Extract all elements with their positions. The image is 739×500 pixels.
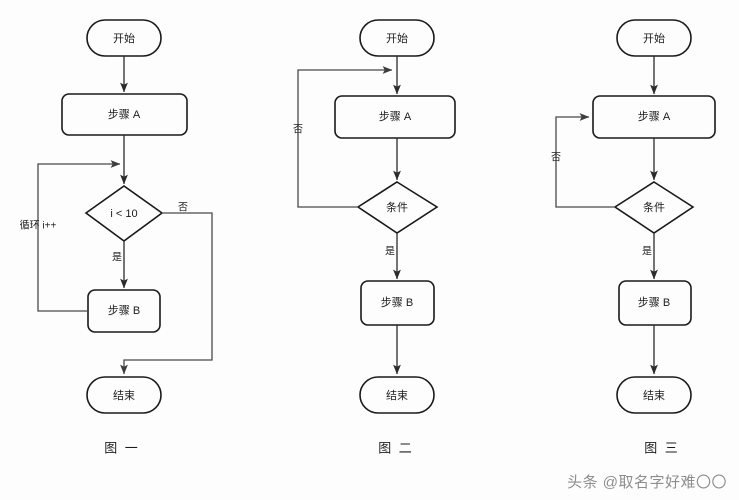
step-a-label: 步骤 A xyxy=(638,110,671,123)
end-label: 结束 xyxy=(643,389,665,402)
decision-label: i < 10 xyxy=(110,208,137,220)
decision-label: 条件 xyxy=(643,200,665,214)
diagram-3-node-end[interactable]: 结束 xyxy=(616,376,692,414)
diagram-1-label-loop: 循环 i++ xyxy=(20,219,57,232)
diagram-2-label-yes: 是 xyxy=(385,246,395,258)
diagram-2: 开始 步骤 A 条件 是 否 xyxy=(293,19,456,455)
start-label: 开始 xyxy=(113,31,135,45)
diagram-3-node-step-b[interactable]: 步骤 B xyxy=(618,280,692,326)
diagram-2-edge-no-loop xyxy=(297,66,393,208)
start-label: 开始 xyxy=(386,31,408,45)
end-label: 结束 xyxy=(386,389,408,402)
decision-label: 条件 xyxy=(386,200,408,214)
diagram-1-node-step-b[interactable]: 步骤 B xyxy=(87,289,161,333)
diagram-2-node-start[interactable]: 开始 xyxy=(359,19,435,57)
diagram-2-node-decision[interactable]: 条件 xyxy=(356,181,439,234)
diagram-3-label-no: 否 xyxy=(551,152,561,164)
diagram-3-edge-no-loop xyxy=(555,113,615,208)
diagram-3-node-start[interactable]: 开始 xyxy=(616,19,692,57)
diagram-3-label-yes: 是 xyxy=(642,246,652,258)
end-oval-shape xyxy=(616,376,692,414)
diagram-1-node-end[interactable]: 结束 xyxy=(86,376,162,414)
diagram-2-node-step-a[interactable]: 步骤 A xyxy=(334,95,456,139)
step-a-label: 步骤 A xyxy=(108,108,141,121)
diagram-3-node-step-a[interactable]: 步骤 A xyxy=(592,95,716,139)
diagram-2-caption: 图 二 xyxy=(378,440,414,455)
diagram-1: 开始 步骤 A i < 10 是 否 xyxy=(20,19,213,455)
step-b-label: 步骤 B xyxy=(108,304,140,317)
end-label: 结束 xyxy=(113,389,135,402)
diagram-1-node-start[interactable]: 开始 xyxy=(86,19,162,57)
diagram-1-label-no: 否 xyxy=(178,202,188,214)
diagram-1-edge-loop xyxy=(37,160,121,312)
diagram-1-node-step-a[interactable]: 步骤 A xyxy=(61,93,188,136)
step-b-box-shape xyxy=(618,280,692,326)
diagram-1-edge-no xyxy=(120,212,213,375)
step-a-label: 步骤 A xyxy=(379,110,412,123)
step-b-label: 步骤 B xyxy=(381,296,413,309)
diagram-3: 开始 步骤 A 条件 是 否 xyxy=(551,19,716,455)
watermark-text: 头条 @取名字好难〇〇 xyxy=(567,474,727,491)
diagram-3-node-decision[interactable]: 条件 xyxy=(613,181,695,234)
diagram-2-label-no: 否 xyxy=(293,124,303,136)
start-label: 开始 xyxy=(643,31,665,45)
diagram-1-label-yes: 是 xyxy=(112,252,122,264)
diagram-1-caption: 图 一 xyxy=(104,440,140,455)
step-b-label: 步骤 B xyxy=(638,296,670,309)
step-a-box-shape xyxy=(334,95,456,139)
diagram-2-node-step-b[interactable]: 步骤 B xyxy=(360,280,435,326)
diagram-3-caption: 图 三 xyxy=(644,440,680,455)
end-oval-shape xyxy=(86,376,162,414)
diagram-2-node-end[interactable]: 结束 xyxy=(359,376,435,414)
end-oval-shape xyxy=(359,376,435,414)
diagram-1-node-decision[interactable]: i < 10 xyxy=(84,185,164,242)
